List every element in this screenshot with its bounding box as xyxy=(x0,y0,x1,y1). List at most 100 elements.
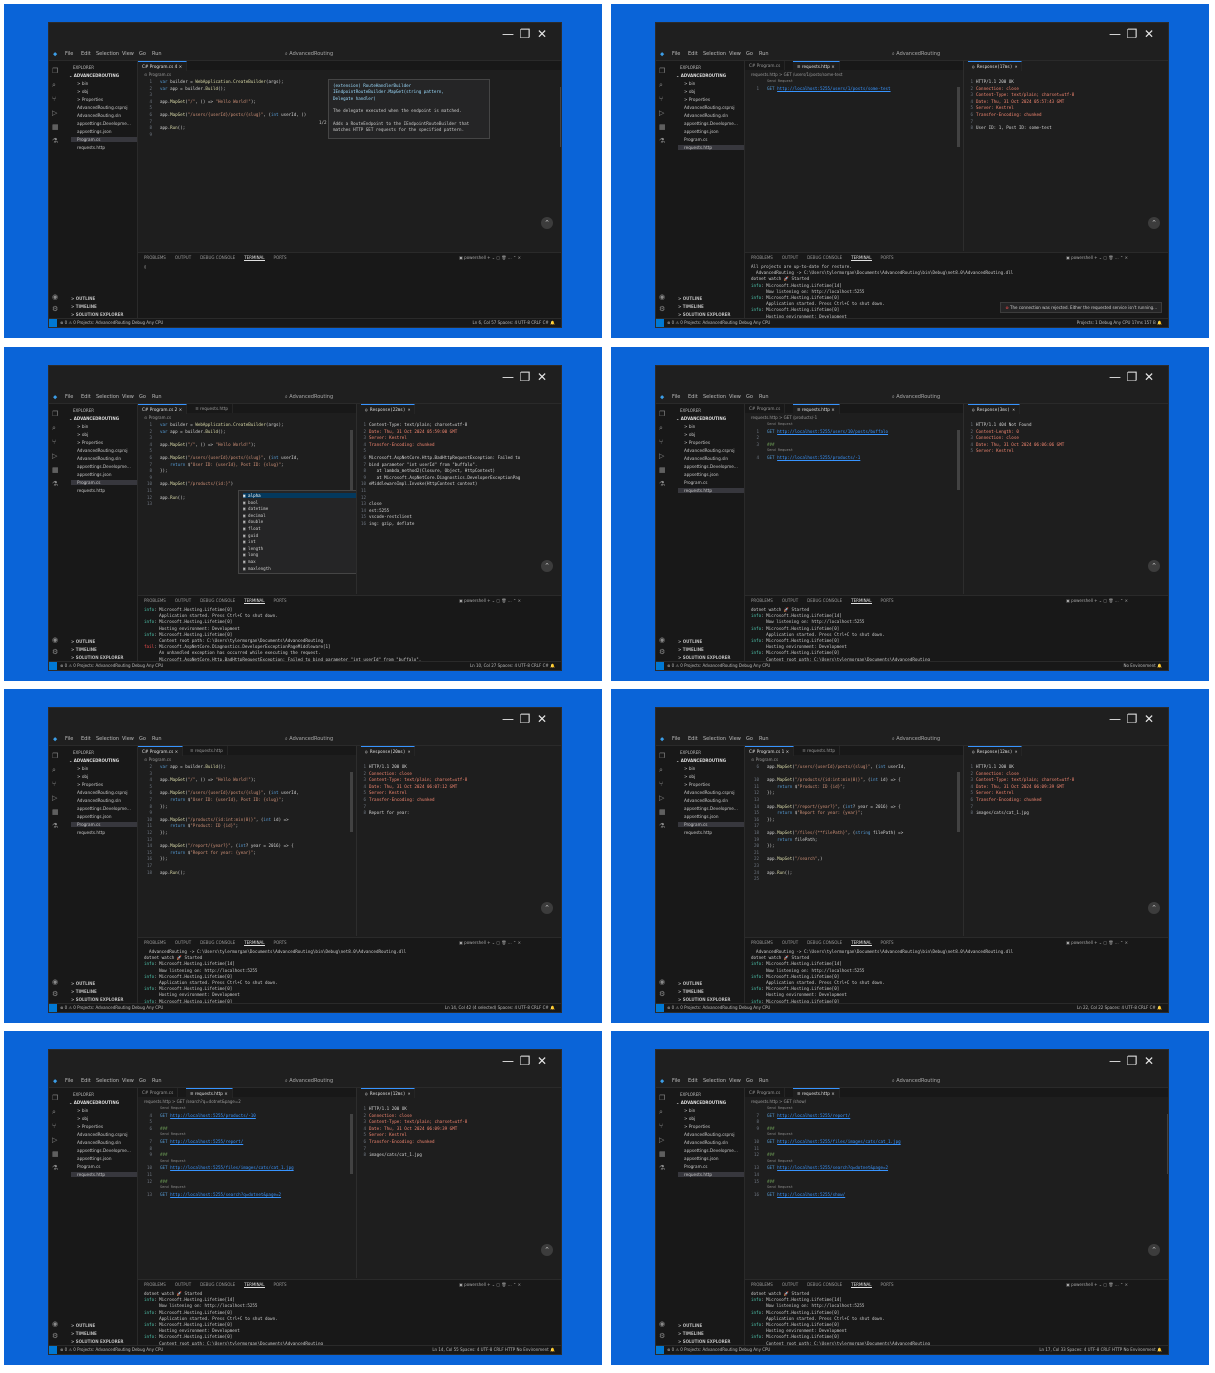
file-item[interactable]: AdvancedRouting.sln xyxy=(684,798,729,803)
source-control-icon[interactable]: ⑂ xyxy=(659,438,664,446)
sidebar-section-solution-explorer[interactable]: > SOLUTION EXPLORER xyxy=(71,655,124,660)
panel-tab-terminal[interactable]: TERMINAL xyxy=(244,598,265,604)
panel-tab-terminal[interactable]: TERMINAL xyxy=(851,940,872,946)
file-item[interactable]: > bin xyxy=(684,1108,696,1113)
panel-tab-terminal[interactable]: TERMINAL xyxy=(851,255,872,261)
suggest-item[interactable]: ▣ decimal xyxy=(243,512,266,518)
sidebar-section-outline[interactable]: > OUTLINE xyxy=(71,296,96,301)
menu-run[interactable]: Run xyxy=(152,736,162,742)
file-item[interactable]: > bin xyxy=(77,1108,89,1113)
file-item[interactable]: Program.cs xyxy=(684,137,708,142)
panel-tab-terminal[interactable]: TERMINAL xyxy=(851,1282,872,1288)
menu-run[interactable]: Run xyxy=(152,51,162,57)
file-item[interactable]: > obj xyxy=(77,1116,89,1121)
tab-requests-http[interactable]: ≡ requests.http xyxy=(186,746,228,755)
file-item[interactable]: requests.http xyxy=(678,1172,744,1177)
panel-tab-problems[interactable]: PROBLEMS xyxy=(144,940,166,945)
file-item[interactable]: AdvancedRouting.sln xyxy=(684,1140,729,1145)
panel-tab-debug-console[interactable]: DEBUG CONSOLE xyxy=(200,598,236,603)
menu-selection[interactable]: Selection xyxy=(96,1078,120,1084)
menu-view[interactable]: View xyxy=(122,394,134,400)
panel-tab-problems[interactable]: PROBLEMS xyxy=(144,1282,166,1287)
file-item[interactable]: > obj xyxy=(684,774,696,779)
panel-tab-output[interactable]: OUTPUT xyxy=(781,598,799,603)
file-item[interactable]: AdvancedRouting.sln xyxy=(77,1140,122,1145)
remote-indicator[interactable] xyxy=(49,1004,57,1012)
file-item[interactable]: > Properties xyxy=(684,97,711,102)
file-item[interactable]: appsettings.json xyxy=(77,1156,112,1161)
run-debug-icon[interactable]: ▷ xyxy=(52,109,58,117)
project-root[interactable]: ⌄ ADVANCEDROUTING xyxy=(676,416,726,421)
run-debug-icon[interactable]: ▷ xyxy=(659,794,665,802)
sidebar-section-timeline[interactable]: > TIMELINE xyxy=(678,989,704,994)
editor-scrollbar[interactable] xyxy=(350,772,353,832)
file-item[interactable]: Program.cs xyxy=(684,1164,708,1169)
status-right[interactable]: Ln 22, Col 22 Spaces: 4 UTF-8 CRLF C# 🔔 xyxy=(1076,1005,1162,1010)
sidebar-section-outline[interactable]: > OUTLINE xyxy=(678,296,703,301)
terminal-shell-label[interactable]: ▣ powershell + ⌄ ▢ 🗑 … ⌃ × xyxy=(459,940,521,945)
suggest-item[interactable]: ▣ maxlength xyxy=(243,565,271,571)
files-icon[interactable]: ❐ xyxy=(659,1094,666,1102)
run-debug-icon[interactable]: ▷ xyxy=(659,109,665,117)
menu-edit[interactable]: Edit xyxy=(81,1078,91,1084)
menu-file[interactable]: File xyxy=(65,394,74,400)
status-left[interactable]: ⊗ 0 ⚠ 0 Projects: AdvancedRouting Debug … xyxy=(60,1005,164,1010)
panel-tab-output[interactable]: OUTPUT xyxy=(781,1282,799,1287)
files-icon[interactable]: ❐ xyxy=(52,752,59,760)
menu-go[interactable]: Go xyxy=(139,394,146,400)
sidebar-section-timeline[interactable]: > TIMELINE xyxy=(678,1331,704,1336)
file-item[interactable]: AdvancedRouting.sln xyxy=(77,113,122,118)
suggest-item[interactable]: ▣ datetime xyxy=(243,506,269,512)
suggest-item[interactable]: ▣ alpha xyxy=(243,493,393,498)
close-button[interactable]: ✕ xyxy=(536,370,548,384)
panel-tab-debug-console[interactable]: DEBUG CONSOLE xyxy=(807,1282,843,1287)
menu-edit[interactable]: Edit xyxy=(688,736,698,742)
scroll-up-button[interactable]: ⌃ xyxy=(1148,902,1160,914)
panel-tab-ports[interactable]: PORTS xyxy=(880,1282,894,1287)
panel-tab-terminal[interactable]: TERMINAL xyxy=(244,1282,265,1288)
search-icon[interactable]: ⌕ xyxy=(659,424,663,432)
editor-scrollbar[interactable] xyxy=(350,430,353,490)
files-icon[interactable]: ❐ xyxy=(659,67,666,75)
search-icon[interactable]: ⌕ xyxy=(659,766,663,774)
minimize-button[interactable]: — xyxy=(1109,1054,1121,1068)
maximize-button[interactable]: ❐ xyxy=(519,712,531,726)
maximize-button[interactable]: ❐ xyxy=(519,1054,531,1068)
run-debug-icon[interactable]: ▷ xyxy=(52,452,58,460)
tab-response[interactable]: ◎ Response(20ms) × xyxy=(361,746,416,756)
menu-go[interactable]: Go xyxy=(746,394,753,400)
scroll-up-button[interactable]: ⌃ xyxy=(541,1244,553,1256)
send-request-link[interactable]: Send Request xyxy=(160,1185,186,1190)
panel-tab-ports[interactable]: PORTS xyxy=(273,940,287,945)
suggest-item[interactable]: ▣ guid xyxy=(243,532,259,538)
tab-program-cs[interactable]: C# Program.cs 1 × xyxy=(745,746,795,756)
run-debug-icon[interactable]: ▷ xyxy=(659,1136,665,1144)
file-item[interactable]: > bin xyxy=(77,81,89,86)
panel-tab-debug-console[interactable]: DEBUG CONSOLE xyxy=(807,255,843,260)
menu-file[interactable]: File xyxy=(672,394,681,400)
files-icon[interactable]: ❐ xyxy=(52,1094,59,1102)
close-button[interactable]: ✕ xyxy=(1143,27,1155,41)
tab-program-cs[interactable]: C# Program.cs xyxy=(745,1088,786,1097)
menu-view[interactable]: View xyxy=(729,394,741,400)
send-request-link[interactable]: Send Request xyxy=(160,1106,186,1110)
file-item[interactable]: appsettings.json xyxy=(77,472,112,477)
run-debug-icon[interactable]: ▷ xyxy=(52,794,58,802)
menu-edit[interactable]: Edit xyxy=(688,394,698,400)
sidebar-section-solution-explorer[interactable]: > SOLUTION EXPLORER xyxy=(71,997,124,1002)
file-item[interactable]: appsettings.json xyxy=(684,814,719,819)
panel-tab-problems[interactable]: PROBLEMS xyxy=(144,598,166,603)
terminal-shell-label[interactable]: ▣ powershell + ⌄ ▢ 🗑 … ⌃ × xyxy=(459,1282,521,1287)
accounts-icon[interactable]: ◉ xyxy=(659,978,666,986)
file-item[interactable]: requests.http xyxy=(77,488,106,493)
file-item[interactable]: AdvancedRouting.csproj xyxy=(684,790,735,795)
file-item[interactable]: appsettings.Developme... xyxy=(684,121,738,126)
suggest-item[interactable]: ▣ length xyxy=(243,545,264,551)
testing-icon[interactable]: ⚗ xyxy=(659,137,666,145)
sidebar-section-solution-explorer[interactable]: > SOLUTION EXPLORER xyxy=(678,312,731,317)
menu-selection[interactable]: Selection xyxy=(703,1078,727,1084)
file-item[interactable]: AdvancedRouting.csproj xyxy=(684,1132,735,1137)
maximize-button[interactable]: ❐ xyxy=(1126,370,1138,384)
terminal-shell-label[interactable]: ▣ powershell + ⌄ ▢ 🗑 … ⌃ × xyxy=(459,598,521,603)
file-item[interactable]: appsettings.Developme... xyxy=(77,464,131,469)
